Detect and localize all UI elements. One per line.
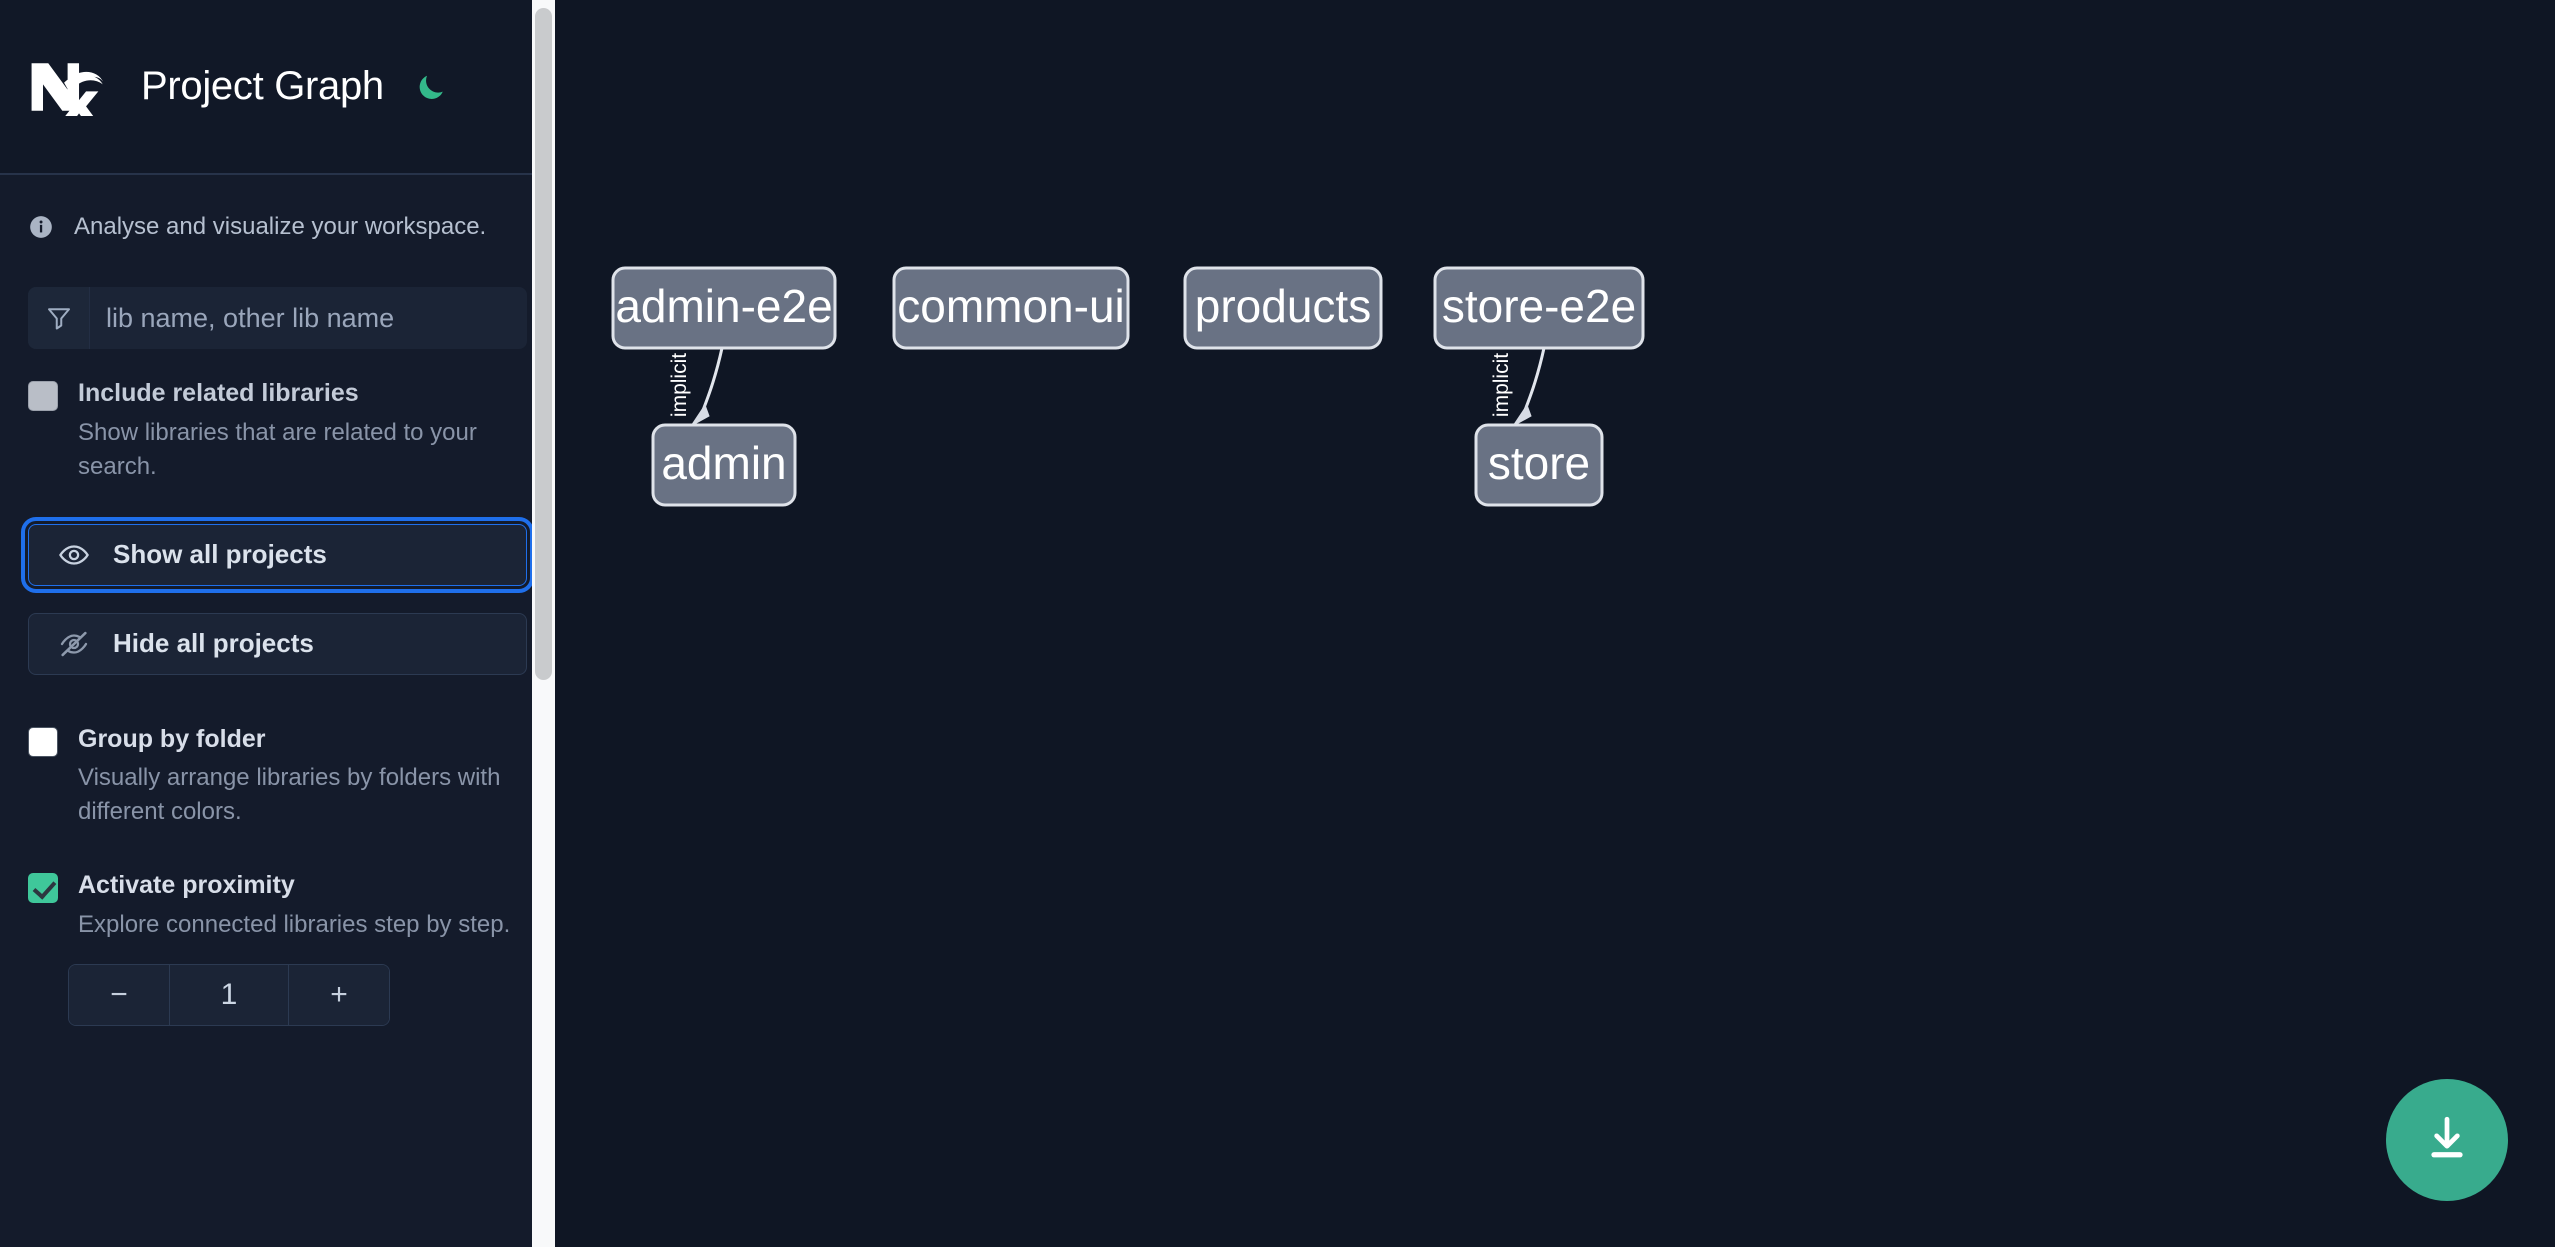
decrement-button[interactable]: − <box>69 964 169 1025</box>
search-input[interactable] <box>90 287 527 349</box>
arrow-head-icon <box>690 403 710 427</box>
funnel-filter-icon <box>28 287 90 349</box>
show-all-projects-label: Show all projects <box>113 539 327 570</box>
node-shape <box>651 423 797 507</box>
moon-icon[interactable] <box>411 67 451 107</box>
node-label: admin-e2e <box>615 280 832 332</box>
node-shape <box>611 266 837 350</box>
option-activate-proximity[interactable]: Activate proximity Explore connected lib… <box>0 829 555 942</box>
graph-node-store-e2e[interactable]: store-e2e <box>1433 266 1645 350</box>
checkbox-group-by-folder[interactable] <box>28 726 58 757</box>
increment-button[interactable]: + <box>289 964 389 1025</box>
option-description: Show libraries that are related to your … <box>78 418 477 480</box>
node-shape <box>1433 266 1645 350</box>
node-label: store <box>1488 437 1590 489</box>
node-shape <box>1474 423 1604 507</box>
visibility-button-group: Show all projects Hide all projects <box>0 484 555 675</box>
stepper-value: 1 <box>169 964 289 1025</box>
graph-node-store[interactable]: store <box>1474 423 1604 507</box>
option-body: Include related libraries Show libraries… <box>78 377 527 484</box>
edge-label: implicit <box>668 353 691 417</box>
option-title: Include related libraries <box>78 379 359 407</box>
download-icon <box>2420 1112 2474 1169</box>
eye-off-icon <box>57 627 91 661</box>
proximity-stepper-wrap: − 1 + <box>0 942 555 1026</box>
node-label: common-ui <box>897 280 1125 332</box>
download-image-button[interactable] <box>2386 1079 2508 1201</box>
option-body: Activate proximity Explore connected lib… <box>78 869 527 942</box>
graph-node-admin-e2e[interactable]: admin-e2e <box>611 266 837 350</box>
graph-node-common-ui[interactable]: common-ui <box>892 266 1130 350</box>
sidebar-scrollbar-thumb[interactable] <box>535 8 552 680</box>
workspace-info-text: Analyse and visualize your workspace. <box>74 213 487 240</box>
option-body: Group by folder Visually arrange librari… <box>78 723 527 830</box>
eye-icon <box>57 538 91 572</box>
option-title: Activate proximity <box>78 871 295 900</box>
sidebar-scrollbar[interactable] <box>532 0 555 1247</box>
node-label: admin <box>661 437 786 489</box>
option-description: Visually arrange libraries by folders wi… <box>78 764 501 826</box>
option-include-related-libraries[interactable]: Include related libraries Show libraries… <box>0 349 555 484</box>
node-shape <box>892 266 1130 350</box>
graph-canvas[interactable]: implicit implicit admin-e2e common-ui prod… <box>555 0 2555 1247</box>
graph-edge-store-e2e-store[interactable]: implicit <box>1490 347 1546 427</box>
option-group-by-folder[interactable]: Group by folder Visually arrange librari… <box>0 675 555 830</box>
checkbox-include-related-libraries[interactable] <box>28 381 58 411</box>
graph-edge-admin-e2e-admin[interactable]: implicit <box>668 347 724 427</box>
sidebar-scroll-area[interactable]: Project Graph Analyse and visualize yo <box>0 0 555 1247</box>
filter-bar <box>28 287 527 349</box>
node-label: products <box>1195 280 1371 332</box>
workspace-info: Analyse and visualize your workspace. <box>0 175 555 277</box>
sidebar-header: Project Graph <box>0 0 555 175</box>
hide-all-projects-label: Hide all projects <box>113 628 314 659</box>
option-description: Explore connected libraries step by step… <box>78 910 511 938</box>
info-circle-icon <box>28 214 54 240</box>
project-graph-svg: implicit implicit admin-e2e common-ui prod… <box>611 266 1645 507</box>
graph-node-products[interactable]: products <box>1183 266 1383 350</box>
arrow-head-icon <box>1512 403 1532 427</box>
hide-all-projects-button[interactable]: Hide all projects <box>28 612 527 675</box>
option-title: Group by folder <box>78 724 266 753</box>
nx-logo <box>28 58 116 123</box>
page-title: Project Graph <box>141 64 384 108</box>
proximity-stepper: − 1 + <box>68 963 390 1026</box>
node-label: store-e2e <box>1442 280 1636 332</box>
sidebar: Project Graph Analyse and visualize yo <box>0 0 555 1247</box>
checkbox-activate-proximity[interactable] <box>28 873 58 904</box>
show-all-projects-button[interactable]: Show all projects <box>21 516 534 593</box>
edge-label: implicit <box>1490 353 1513 417</box>
graph-node-admin[interactable]: admin <box>651 423 797 507</box>
node-shape <box>1183 266 1383 350</box>
